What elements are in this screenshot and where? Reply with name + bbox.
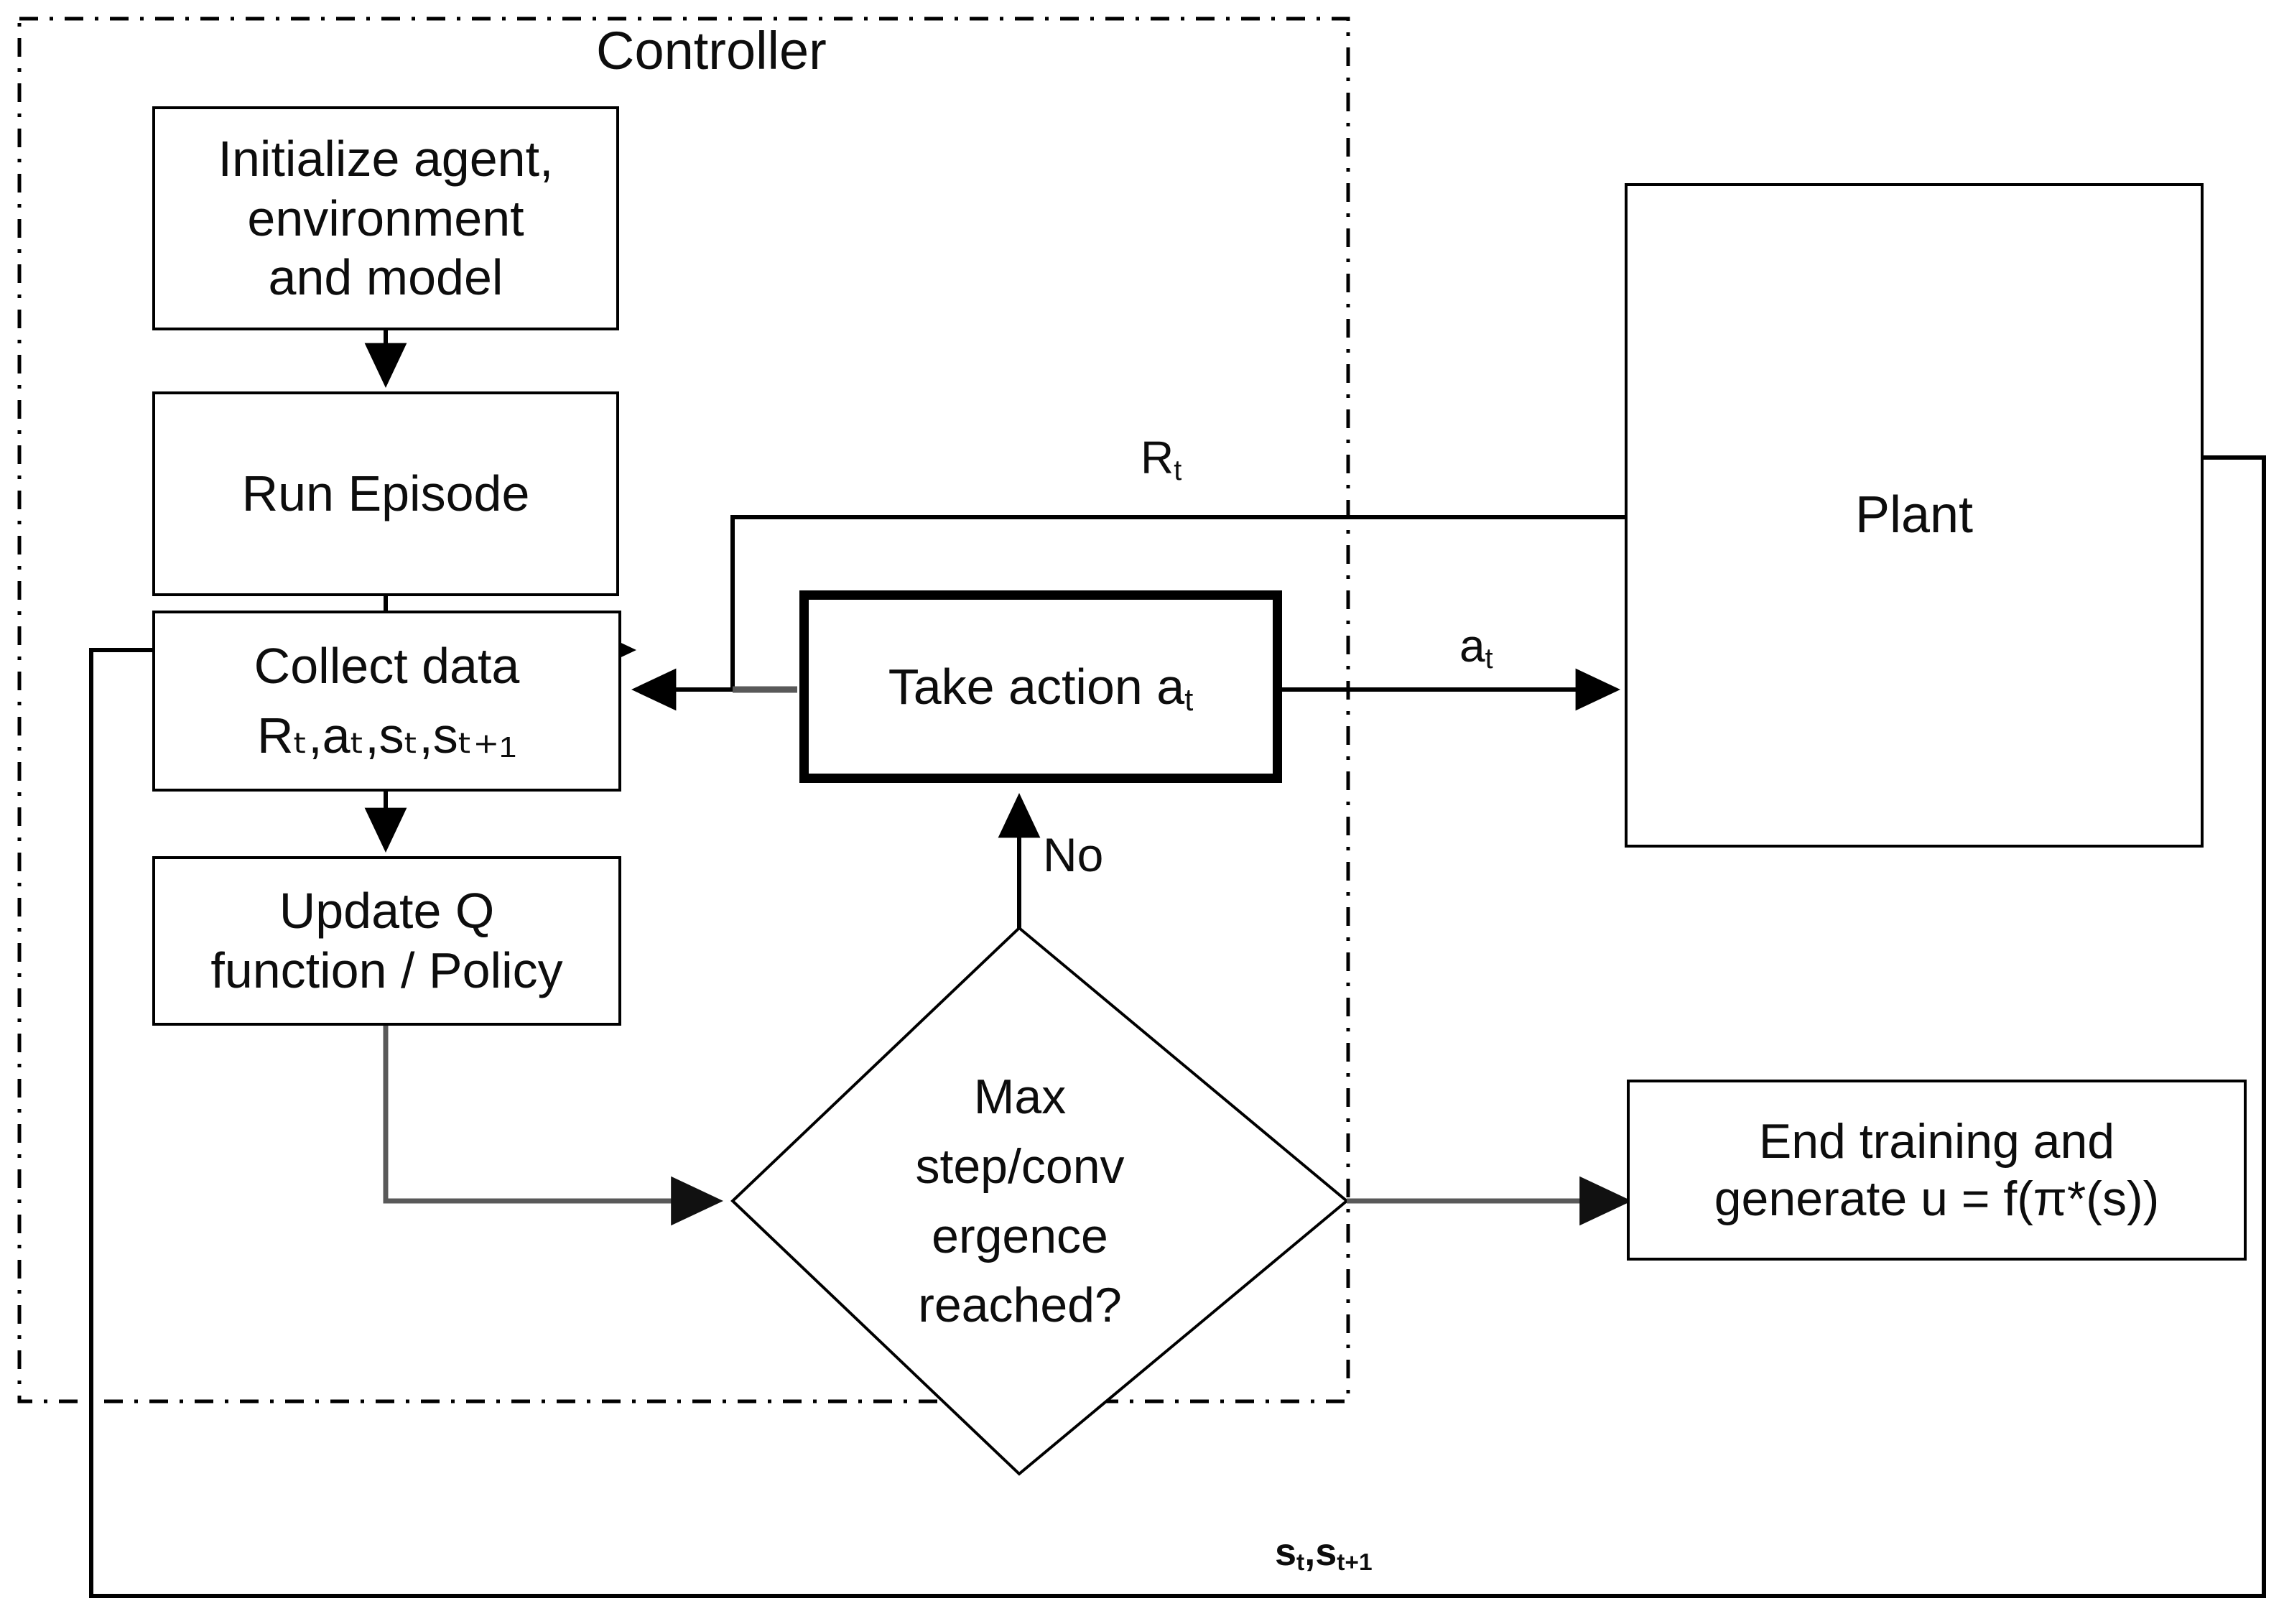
- edge-label-state-prefix: s: [1275, 1531, 1297, 1574]
- edge-label-reward: Rt: [1141, 431, 1182, 486]
- node-initialize-agent[interactable]: Initialize agent, environment and model: [152, 106, 619, 330]
- node-decision-label-text: Max step/conv ergence reached?: [915, 1069, 1125, 1333]
- node-plant[interactable]: Plant: [1625, 183, 2204, 848]
- edge-label-reward-prefix: R: [1141, 432, 1174, 483]
- edge-label-no-branch: No: [1043, 828, 1104, 881]
- node-end-training[interactable]: End training and generate u = f(π*(s)): [1627, 1080, 2247, 1261]
- node-decision-label[interactable]: Max step/conv ergence reached?: [819, 1006, 1221, 1397]
- edge-label-reward-sub: t: [1174, 454, 1182, 486]
- edge-label-state-feedback: st,st+1: [1275, 1530, 1373, 1577]
- node-update-q-function-label: Update Q function / Policy: [210, 883, 563, 998]
- node-plant-label: Plant: [1854, 486, 1974, 544]
- node-collect-data[interactable]: Collect data Rₜ,aₜ,sₜ,sₜ₊₁: [152, 611, 621, 792]
- edge-label-action-prefix: a: [1459, 620, 1485, 672]
- edge-label-action: at: [1459, 619, 1493, 674]
- node-collect-data-label: Collect data: [254, 638, 520, 695]
- node-end-training-label: End training and generate u = f(π*(s)): [1714, 1113, 2160, 1226]
- edge-label-state-mid: ,s: [1304, 1531, 1337, 1574]
- controller-label: Controller: [596, 21, 827, 80]
- node-update-q-function[interactable]: Update Q function / Policy: [152, 856, 621, 1026]
- node-take-action-label: Take action at: [888, 657, 1194, 718]
- edge-label-state-sub2: t+1: [1337, 1549, 1373, 1577]
- decision-diamond: [730, 926, 1350, 1476]
- node-run-episode-label: Run Episode: [241, 465, 530, 522]
- node-collect-data-sublabel: Rₜ,aₜ,sₜ,sₜ₊₁: [257, 707, 516, 764]
- edge-update-to-decision: [383, 1026, 724, 1226]
- node-take-action[interactable]: Take action at: [799, 590, 1282, 783]
- edge-label-action-sub: t: [1485, 642, 1493, 674]
- edge-plant-reward-to-collect: [631, 515, 1627, 711]
- node-take-action-label-prefix: Take action a: [888, 658, 1185, 715]
- node-run-episode[interactable]: Run Episode: [152, 391, 619, 596]
- edge-label-state-sub: t: [1296, 1549, 1305, 1577]
- node-initialize-agent-label: Initialize agent, environment and model: [218, 131, 554, 306]
- controller-boundary: [17, 17, 1350, 1403]
- node-take-action-label-sub: t: [1184, 683, 1194, 718]
